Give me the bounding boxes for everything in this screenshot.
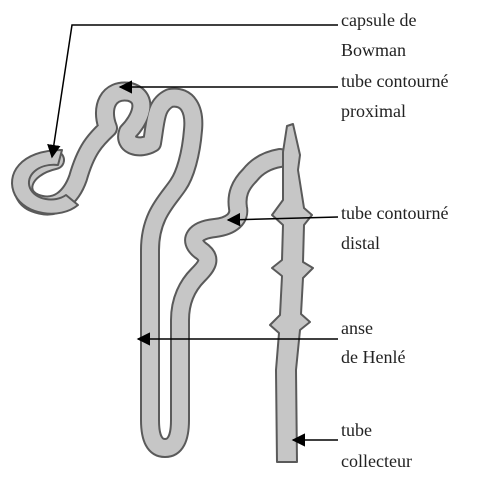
collecting-duct bbox=[270, 124, 313, 462]
labels: capsule de Bowman tube contourné proxima… bbox=[341, 10, 453, 471]
label-anse-de-henle: anse de Henlé bbox=[341, 318, 405, 367]
nephron-tubule bbox=[23, 91, 280, 448]
label-tube-collecteur: tube collecteur bbox=[341, 420, 412, 471]
label-capsule-de-bowman: capsule de Bowman bbox=[341, 10, 421, 60]
label-tube-contourne-proximal: tube contourné proximal bbox=[341, 71, 453, 121]
label-tube-contourne-distal: tube contourné distal bbox=[341, 203, 453, 253]
